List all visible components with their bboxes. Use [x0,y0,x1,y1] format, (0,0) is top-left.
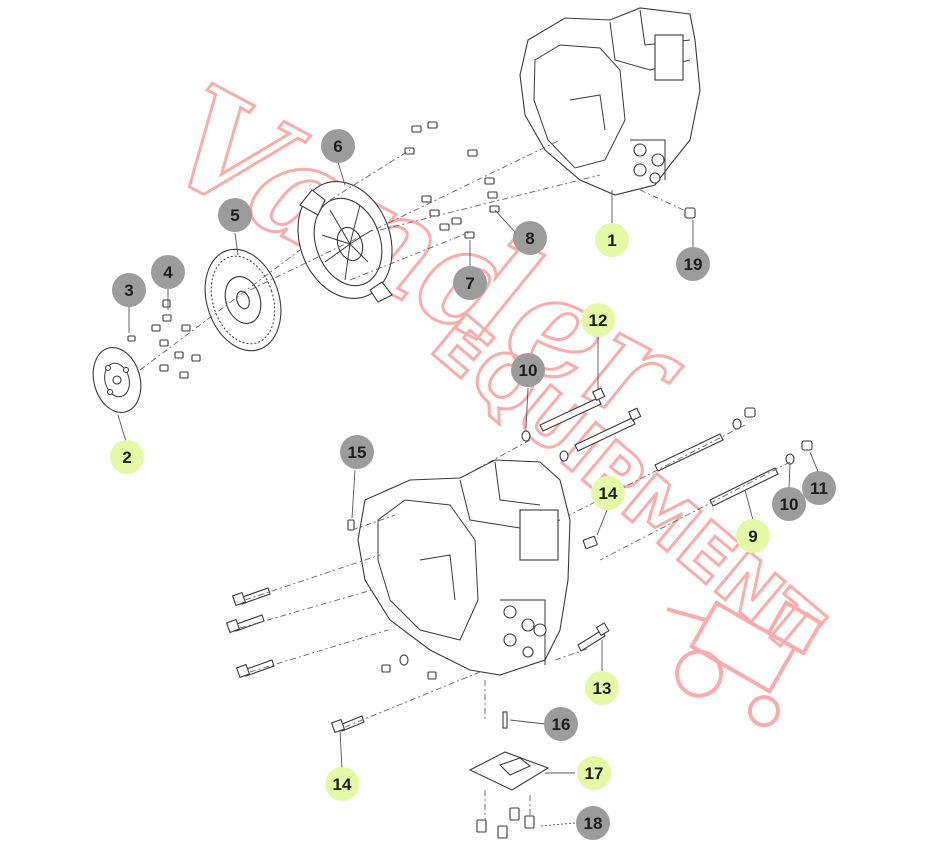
nut-19 [684,207,696,219]
callout-17: 17 [577,756,611,790]
leader-19-dash [639,189,689,213]
callout-label: 6 [333,137,342,156]
callout-bubble [576,806,610,840]
callout-12: 12 [581,303,615,337]
clutch-pressure-plate [297,181,393,303]
callout-label: 14 [333,775,352,794]
callout-label: 1 [607,231,616,250]
callout-bubble [676,247,710,281]
callout-bubble [544,707,578,741]
leader-lines [117,161,820,827]
pin-16 [502,711,508,729]
callout-label: 8 [525,229,534,248]
callout-bubble [591,476,625,510]
callout-10: 10 [511,353,545,387]
washers-nuts [521,407,813,465]
callout-1: 1 [595,223,629,257]
callout-label: 18 [584,814,603,833]
callout-label: 9 [748,527,757,546]
callout-bubble [802,471,836,505]
bolts-18 [476,807,535,839]
callout-bubble [736,519,770,553]
bell-housing-lower [357,459,571,676]
cover-plate-17 [468,751,550,791]
callout-label: 3 [124,281,133,300]
callout-label: 4 [163,263,173,282]
callout-label: 2 [122,448,131,467]
callout-bubble [340,435,374,469]
pressure-plate-bolts [404,121,500,239]
callout-7: 7 [453,266,487,300]
callout-bubble [772,487,806,521]
callout-bubble [321,129,355,163]
small-bolts-group [127,299,201,379]
callout-label: 10 [780,495,799,514]
callout-bubble [151,255,185,289]
callout-4: 4 [151,255,185,289]
callout-bubble [218,198,252,232]
callout-14: 14 [325,767,359,801]
callout-16: 16 [544,707,578,741]
callout-label: 19 [684,255,703,274]
bell-housing-upper [519,7,701,196]
flywheel-plate [92,347,142,413]
callout-bubble [325,767,359,801]
callout-19: 19 [676,247,710,281]
callout-label: 13 [593,679,612,698]
callout-10: 10 [772,487,806,521]
callout-bubble [453,266,487,300]
callout-3: 3 [112,273,146,307]
callout-bubble [110,440,144,474]
callout-label: 12 [589,311,608,330]
clutch-disc [204,248,282,352]
callout-6: 6 [321,129,355,163]
callout-bubble [112,273,146,307]
callout-18: 18 [576,806,610,840]
callout-bubble [585,671,619,705]
callout-11: 11 [802,471,836,505]
callout-9: 9 [736,519,770,553]
callout-bubble [577,756,611,790]
callout-label: 5 [230,206,239,225]
callout-2: 2 [110,440,144,474]
long-studs [539,387,779,507]
callout-label: 7 [465,274,474,293]
callout-label: 10 [519,361,538,380]
callout-15: 15 [340,435,374,469]
callout-label: 17 [585,764,604,783]
callout-bubble [595,223,629,257]
callout-label: 14 [599,484,618,503]
callout-14: 14 [591,476,625,510]
callout-bubble [511,353,545,387]
callout-13: 13 [585,671,619,705]
callout-label: 15 [348,443,367,462]
callout-5: 5 [218,198,252,232]
callout-bubble [513,221,547,255]
callout-label: 16 [552,715,571,734]
callout-label: 11 [810,479,828,498]
lower-housing-bolts [225,519,610,734]
callout-8: 8 [513,221,547,255]
callout-bubble [581,303,615,337]
